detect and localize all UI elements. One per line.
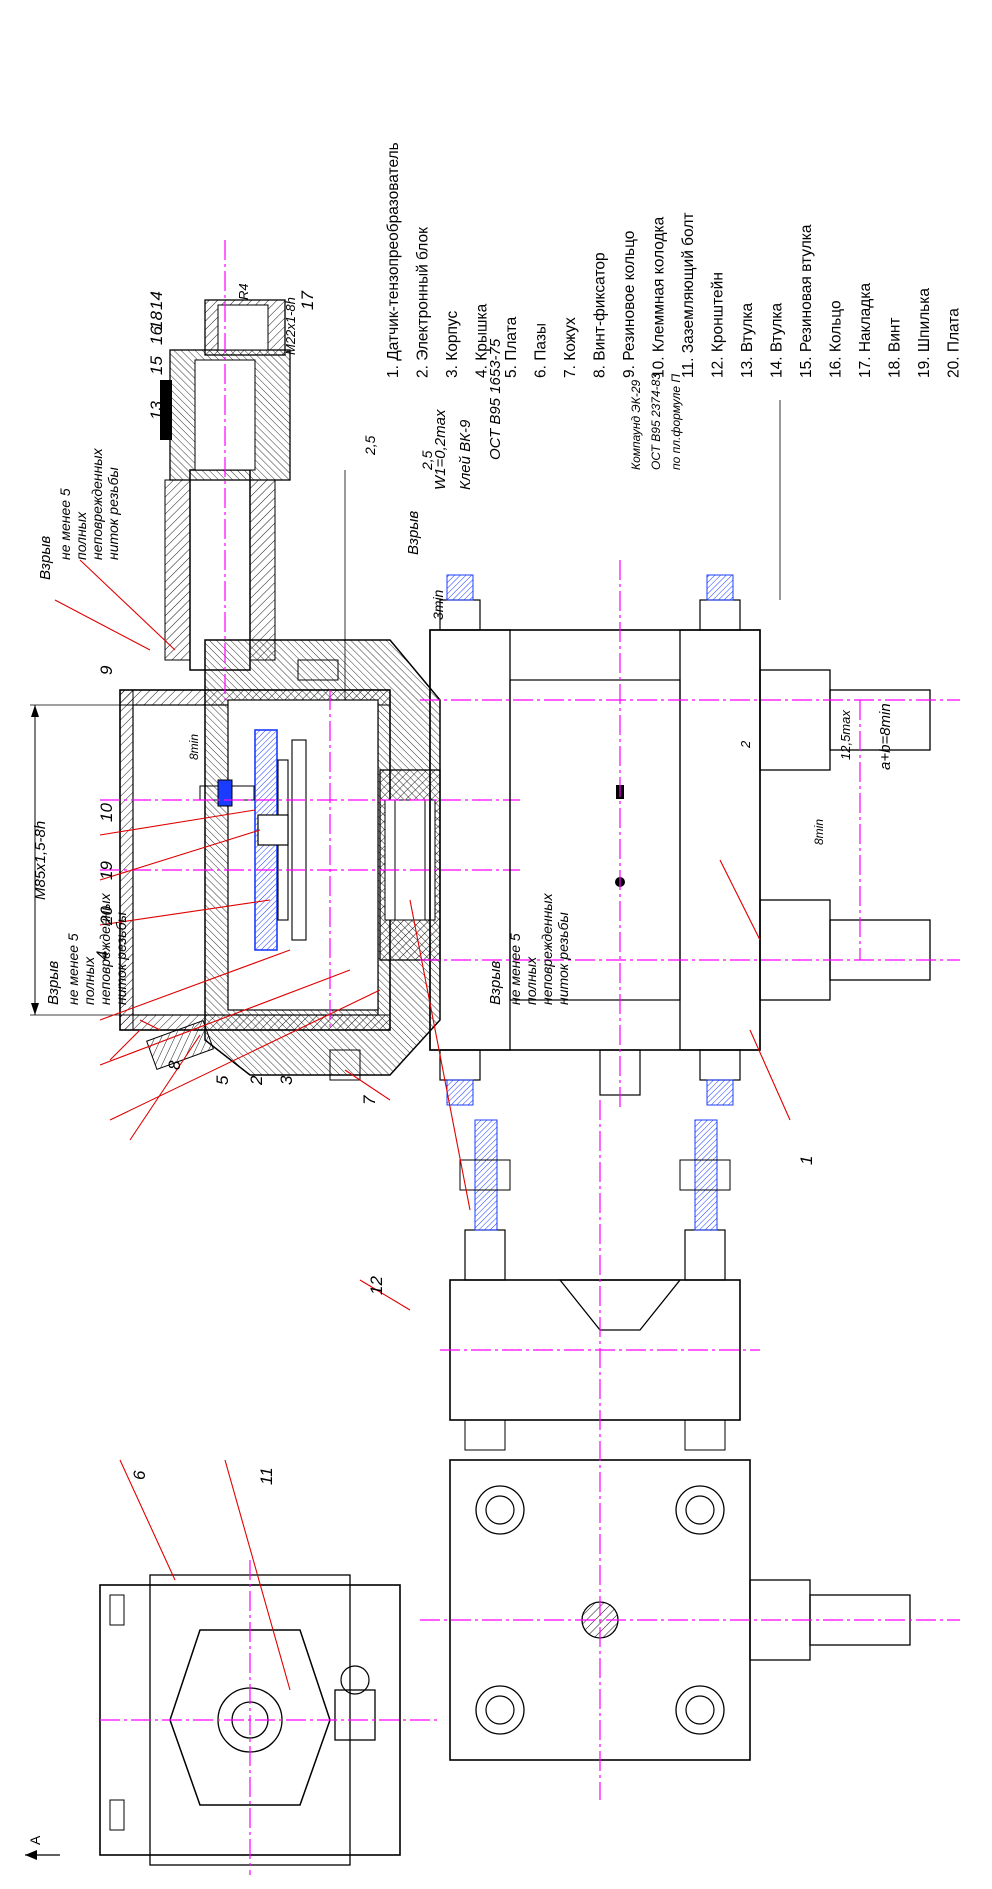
callout-12: 12	[367, 1276, 386, 1295]
callout-11: 11	[257, 1467, 276, 1485]
legend-item: 19. Шпилька	[916, 288, 933, 378]
callout-1: 1	[797, 1156, 816, 1165]
thread-note: неповрежденных	[97, 892, 113, 1005]
tolerance-note: W1=0,2max	[432, 409, 449, 490]
legend-item: 8. Винт-фиксатор	[592, 252, 609, 378]
vzryv-label: Взрыв	[45, 961, 62, 1005]
vzryv-label: Взрыв	[487, 961, 504, 1005]
dimensions	[30, 400, 781, 1016]
compound-note: ОСТ В95 2374-83	[649, 373, 663, 470]
callout-5: 5	[213, 1075, 232, 1085]
gap-dimension: 8min	[187, 734, 201, 760]
thread-note: полных	[73, 511, 89, 560]
sensor-assembly	[420, 560, 960, 1110]
parts-legend: 1. Датчик-тензопреобразователь 2. Электро…	[385, 142, 963, 378]
callout-15: 15	[147, 356, 166, 375]
callout-10: 10	[97, 803, 116, 822]
callout-3: 3	[277, 1075, 296, 1085]
standard-note: ОСТ В95 1653-75	[487, 338, 504, 460]
legend-item: 3. Корпус	[444, 311, 461, 378]
legend-item: 13. Втулка	[739, 302, 756, 378]
vzryv-label: Взрыв	[405, 511, 422, 555]
dimension-value: 2	[738, 740, 753, 749]
legend-item: 15. Резиновая втулка	[798, 224, 815, 378]
dimension-note: a+b=8min	[877, 703, 894, 770]
thread-note: не менее 5	[507, 933, 523, 1005]
view-label: A	[27, 1835, 43, 1845]
callout-19: 19	[97, 861, 116, 880]
thread-note: ниток резьбы	[105, 467, 121, 560]
legend-item: 11. Заземляющий болт	[680, 213, 697, 378]
callout-4: 4	[93, 951, 112, 960]
callout-9: 9	[97, 665, 116, 675]
legend-item: 18. Винт	[887, 317, 904, 378]
legend-item: 5. Плата	[503, 316, 520, 378]
legend-item: 1. Датчик-тензопреобразователь	[385, 142, 402, 378]
legend-item: 9. Резиновое кольцо	[621, 231, 638, 378]
legend-item: 4. Крышка	[474, 303, 491, 378]
legend-item: 14. Втулка	[769, 302, 786, 378]
thread-note: ниток резьбы	[555, 912, 571, 1005]
roughness-value: 2,5	[362, 435, 378, 456]
callout-17: 17	[298, 291, 317, 310]
terminal-block	[257, 814, 289, 846]
view-arrow	[25, 1850, 60, 1860]
thread-note: неповрежденных	[539, 892, 555, 1005]
callout-16: 16	[147, 326, 166, 345]
thread-note: не менее 5	[57, 488, 73, 560]
callout-13: 13	[147, 401, 166, 420]
thread-dimension: M85x1,5-8h	[32, 821, 49, 900]
vzryv-label: Взрыв	[37, 536, 54, 580]
legend-item: 7. Кожух	[562, 317, 579, 378]
callout-6: 6	[130, 1470, 149, 1480]
glue-note: Клей ВК-9	[457, 419, 474, 490]
callout-14: 14	[147, 291, 166, 310]
thread-dimension: M22x1-8h	[283, 297, 298, 355]
roughness-note: R4	[236, 283, 251, 300]
legend-item: 16. Кольцо	[828, 300, 845, 378]
callout-8: 8	[165, 1060, 184, 1070]
legend-item: 10. Клеммная колодка	[651, 216, 668, 378]
callout-20: 20	[97, 906, 116, 926]
thread-note: ниток резьбы	[113, 912, 129, 1005]
thread-note: не менее 5	[65, 933, 81, 1005]
compound-note: по пл.формуле П	[669, 374, 683, 470]
gap-dimension: 8min	[812, 819, 826, 845]
side-view	[99, 1560, 440, 1875]
bracket-view	[420, 1100, 960, 1800]
compound-note: Компаунд ЭК-29	[629, 380, 643, 470]
thread-note: полных	[523, 956, 539, 1005]
legend-item: 20. Плата	[946, 308, 963, 378]
leader-lines	[54, 559, 791, 1691]
callout-2: 2	[247, 1075, 266, 1086]
legend-item: 6. Пазы	[533, 323, 550, 378]
thread-note: полных	[81, 956, 97, 1005]
roughness-value: 2,5	[419, 450, 435, 471]
gap-dimension: 3min	[430, 589, 446, 620]
dimension-value: 12,5max	[838, 710, 853, 760]
legend-item: 17. Накладка	[857, 283, 874, 378]
callout-18: 18	[147, 311, 166, 330]
legend-item: 2. Электронный блок	[415, 227, 432, 378]
legend-item: 12. Кронштейн	[710, 272, 727, 378]
callout-7: 7	[360, 1095, 379, 1105]
thread-note: неповрежденных	[89, 447, 105, 560]
